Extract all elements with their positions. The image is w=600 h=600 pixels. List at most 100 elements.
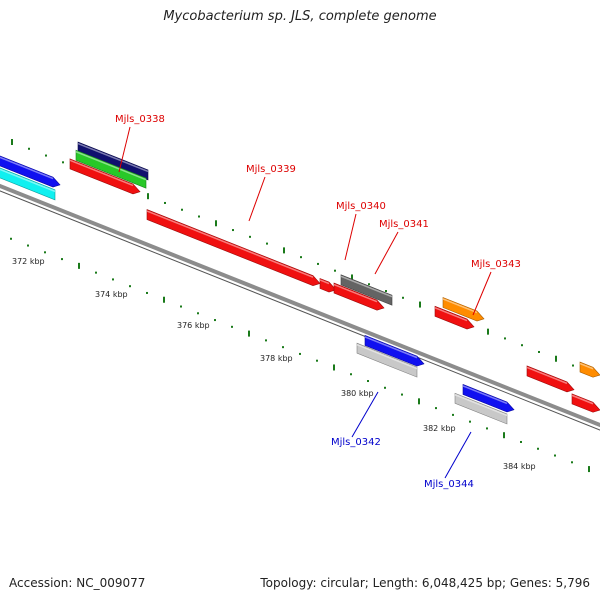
label-leader-line (344, 213, 357, 261)
gene-blue-left (0, 155, 61, 188)
gene-cyan-left (0, 167, 56, 201)
ruler-dot (537, 447, 539, 450)
ruler-dot (367, 380, 369, 383)
ruler-dot (299, 352, 301, 355)
gene-red-0343b (434, 305, 475, 330)
ruler-dot (266, 242, 268, 245)
ruler-label: 372 kbp (12, 257, 45, 266)
gene-label: Mjls_0344 (424, 479, 474, 490)
ruler-label: 376 kbp (177, 321, 210, 330)
ruler-dot (554, 454, 556, 457)
gene-body (454, 392, 508, 425)
ruler-dot (265, 339, 267, 342)
gene-highlight (364, 336, 418, 359)
gene-highlight (571, 394, 594, 405)
ruler-dot (401, 393, 403, 396)
ruler-dot (164, 201, 166, 204)
gene-lightgray-2 (454, 392, 508, 425)
ruler-tick (419, 301, 421, 308)
label-leader-line (444, 431, 472, 479)
gene-navy (77, 141, 149, 181)
label-leader-line (472, 271, 492, 316)
ruler-tick (588, 466, 590, 473)
gene-highlight (75, 151, 147, 181)
ruler-dot (180, 305, 182, 308)
gene-highlight (77, 142, 149, 173)
gene-label: Mjls_0339 (246, 164, 296, 175)
gene-red-right-2 (571, 393, 600, 413)
map-title: Mycobacterium sp. JLS, complete genome (163, 9, 437, 24)
gene-label: Mjls_0340 (336, 201, 386, 212)
ruler-dot (45, 154, 47, 157)
ruler-tick (487, 328, 489, 335)
ruler-dot (572, 364, 574, 367)
gene-mjls-0339 (146, 209, 321, 286)
gene-body (0, 167, 56, 201)
ruler-tick (248, 330, 250, 337)
ruler-dot (197, 312, 199, 315)
gene-highlight (356, 344, 418, 370)
gene-lightgray-1 (356, 342, 418, 378)
gene-body (77, 141, 149, 181)
gene-label-leaders (118, 126, 492, 479)
gene-labels: Mjls_0338Mjls_0339Mjls_0340Mjls_0341Mjls… (115, 114, 521, 490)
ruler-dot (44, 251, 46, 254)
label-leader-line (248, 176, 266, 222)
ruler-label: 380 kbp (341, 389, 374, 398)
ruler-label: 382 kbp (423, 424, 456, 433)
gene-highlight (454, 394, 508, 417)
ruler-dot (214, 319, 216, 322)
gene-highlight (434, 307, 468, 322)
gene-label: Mjls_0342 (331, 437, 381, 448)
gene-red-right-1 (526, 365, 575, 393)
ruler-dot (112, 278, 114, 281)
ruler-dot (28, 147, 30, 150)
ruler-tick (333, 364, 335, 371)
ruler-row-lower (10, 237, 590, 473)
gene-highlight (442, 298, 478, 314)
ruler-dot (435, 407, 437, 410)
ruler-dot (232, 229, 234, 232)
label-leader-line (351, 391, 379, 438)
ruler-dot (402, 296, 404, 299)
ruler-dot (520, 440, 522, 443)
gene-body (75, 149, 147, 189)
ruler-dot (316, 359, 318, 362)
gene-red-small (319, 278, 337, 293)
gene-highlight (462, 385, 508, 405)
ruler-dot (181, 208, 183, 211)
ruler-label: 384 kbp (503, 462, 536, 471)
gene-mjls-0338 (69, 158, 141, 195)
ruler-tick (418, 398, 420, 405)
ruler-dot (571, 461, 573, 464)
accession-text: Accession: NC_009077 (9, 576, 146, 590)
gene-mjls-0340 (340, 274, 393, 306)
ruler-dot (146, 291, 148, 294)
ruler-dot (334, 269, 336, 272)
ruler-dot (300, 256, 302, 259)
gene-highlight (526, 366, 568, 385)
gene-mjls-0342 (364, 334, 425, 367)
gene-highlight (146, 210, 314, 278)
ruler-dot (385, 290, 387, 293)
gene-features (0, 141, 600, 425)
gene-highlight (333, 283, 378, 303)
ruler-dot-rows (10, 139, 591, 473)
ruler-dot (538, 350, 540, 353)
ruler-tick (503, 432, 505, 439)
ruler-dot (384, 386, 386, 389)
ruler-dot (249, 235, 251, 238)
gene-mjls-0344 (462, 384, 515, 413)
ruler-dot (504, 337, 506, 340)
gene-highlight (0, 156, 54, 180)
gene-highlight (69, 159, 134, 187)
gene-mjls-0343 (442, 297, 485, 322)
ruler-dot (95, 271, 97, 274)
ruler-dot (198, 215, 200, 218)
ruler-dot (27, 244, 29, 247)
gene-label: Mjls_0338 (115, 114, 165, 125)
ruler-tick (351, 274, 353, 281)
gene-body (356, 342, 418, 378)
ruler-dot (452, 413, 454, 416)
